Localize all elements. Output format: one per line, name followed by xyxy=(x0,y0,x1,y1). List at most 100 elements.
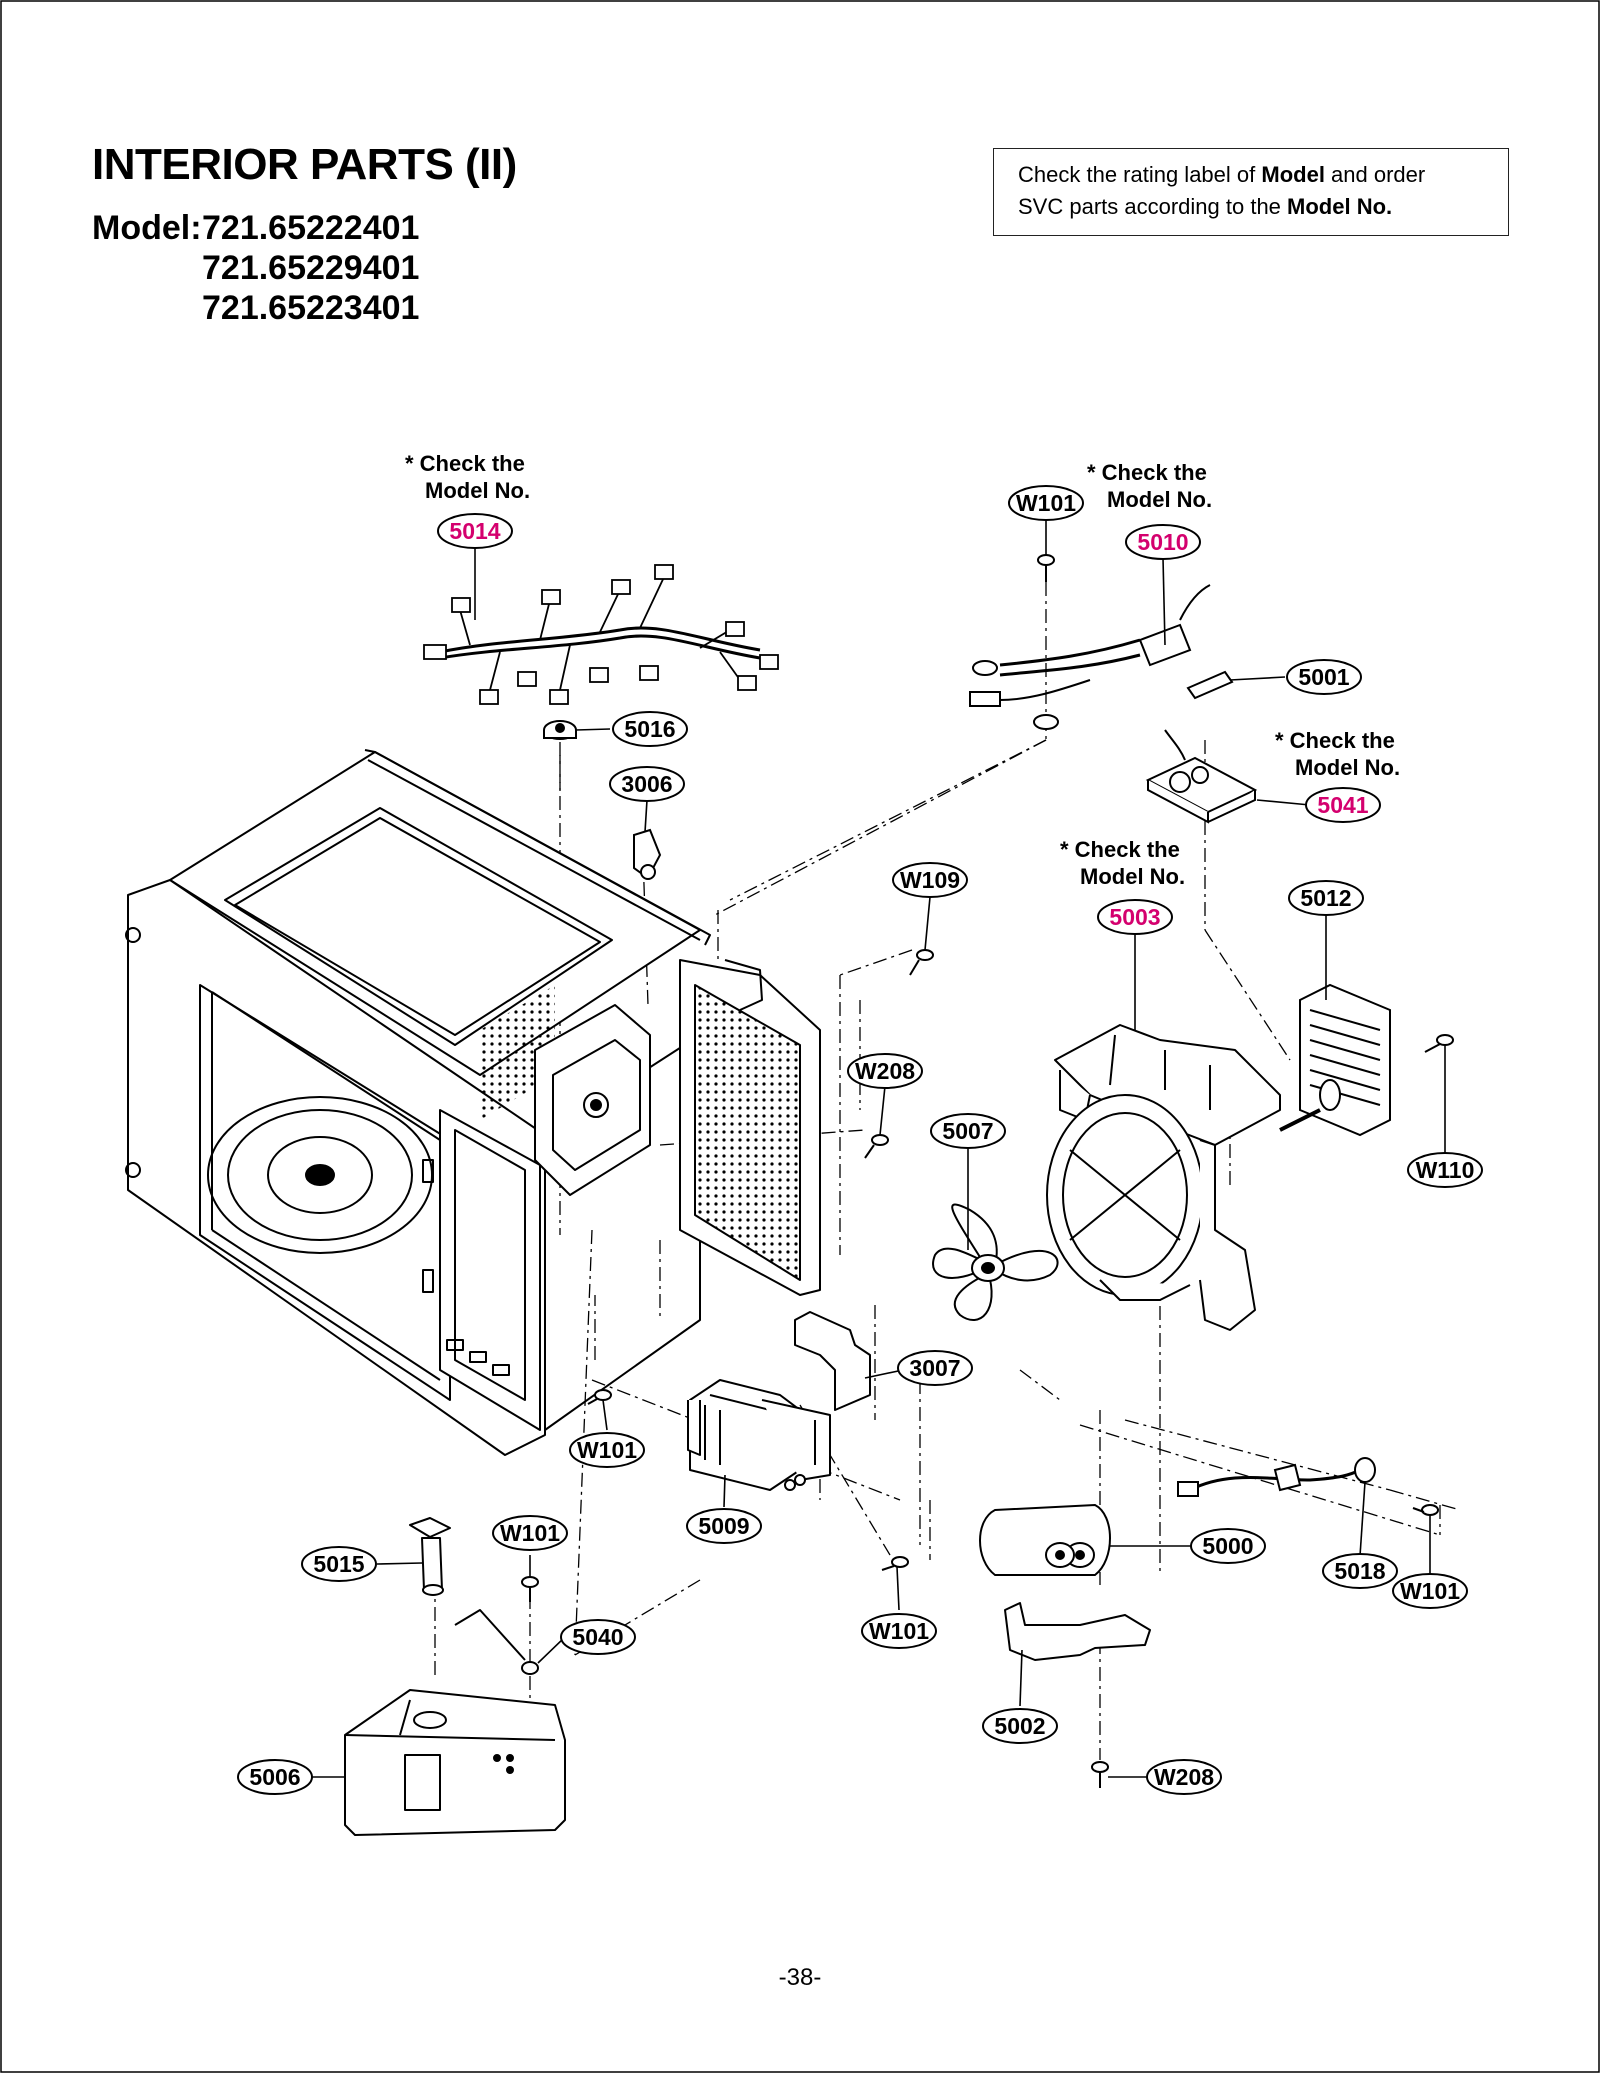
callout-oval xyxy=(982,1708,1058,1744)
check-note: Model No. xyxy=(1107,487,1212,512)
callout-oval xyxy=(861,1613,937,1649)
callout-oval xyxy=(1286,659,1362,695)
callout-oval xyxy=(1288,880,1364,916)
callout-oval xyxy=(897,1350,973,1386)
thermostat-part xyxy=(543,720,577,740)
notice-text: and order xyxy=(1324,162,1426,187)
notice-text: Check the rating label of xyxy=(1018,162,1262,187)
notice-bold: Model No. xyxy=(1287,194,1393,219)
page-number: -38- xyxy=(778,1964,822,1991)
callout-label: 5007 xyxy=(942,1118,993,1144)
callout-3007: 3007 xyxy=(897,1350,973,1386)
callout-oval xyxy=(686,1508,762,1544)
callout-5002: 5002 xyxy=(982,1708,1058,1744)
callout-label: 5018 xyxy=(1334,1558,1385,1584)
fuse-part xyxy=(1186,670,1234,700)
callout-w110: W110 xyxy=(1407,1152,1483,1188)
fan-housing xyxy=(1046,1024,1281,1331)
callout-label: W110 xyxy=(1416,1157,1475,1183)
interlock-assembly xyxy=(344,1517,566,1836)
callout-label: W109 xyxy=(900,867,960,893)
screw-icon xyxy=(881,1556,909,1571)
callout-oval xyxy=(560,1619,636,1655)
callout-label: 5012 xyxy=(1300,885,1351,911)
callout-oval xyxy=(237,1759,313,1795)
callout-5015: 5015 xyxy=(301,1546,377,1582)
callout-5041: 5041 xyxy=(1305,787,1381,823)
back-panel-mesh xyxy=(679,959,821,1296)
callout-5016: 5016 xyxy=(612,711,688,747)
callout-oval xyxy=(1305,787,1381,823)
callout-w208: W208 xyxy=(847,1053,923,1089)
callout-label: 5002 xyxy=(994,1713,1045,1739)
callout-oval xyxy=(612,711,688,747)
capacitor-bracket xyxy=(1004,1602,1151,1661)
callout-oval xyxy=(609,766,685,802)
callout-label: W101 xyxy=(500,1520,560,1546)
model-label: Model: xyxy=(92,209,202,247)
check-note: * Check the xyxy=(1060,837,1180,862)
callout-5014: 5014 xyxy=(437,513,513,549)
magnetron-bracket xyxy=(794,1311,871,1411)
callout-oval xyxy=(1125,524,1201,560)
model-number: 721.65222401 xyxy=(202,209,420,247)
callout-label: W101 xyxy=(869,1618,929,1644)
wire-harness xyxy=(423,564,779,705)
callout-oval xyxy=(1008,485,1084,521)
callout-label: 5009 xyxy=(698,1513,749,1539)
screw-icon xyxy=(1037,554,1055,582)
check-note: Model No. xyxy=(425,478,530,503)
callout-3006: 3006 xyxy=(609,766,685,802)
check-model-notes: * Check the Model No. * Check the Model … xyxy=(405,451,1400,889)
magnetron xyxy=(687,1379,831,1491)
screw-icon xyxy=(521,1576,539,1602)
callout-oval xyxy=(1322,1553,1398,1589)
latch-part xyxy=(633,828,662,880)
callout-5006: 5006 xyxy=(237,1759,313,1795)
fan-motor xyxy=(1279,983,1391,1137)
check-note: Model No. xyxy=(1080,864,1185,889)
leader-lines xyxy=(308,520,1446,1778)
screw-icon xyxy=(1412,1504,1439,1516)
pcb-part xyxy=(1145,729,1258,824)
thermal-cord xyxy=(1177,1457,1376,1497)
callout-oval xyxy=(569,1432,645,1468)
notice-bold: Model xyxy=(1261,162,1325,187)
screw-icon xyxy=(864,1134,889,1159)
callout-oval xyxy=(1097,899,1173,935)
callout-w101: W101 xyxy=(1008,485,1084,521)
callout-label: 3006 xyxy=(621,771,672,797)
screw-icon xyxy=(1091,1761,1109,1788)
callout-label: 5010 xyxy=(1137,529,1188,555)
callout-w101: W101 xyxy=(569,1432,645,1468)
callout-oval xyxy=(1407,1152,1483,1188)
callout-label: 5016 xyxy=(624,716,675,742)
callout-5007: 5007 xyxy=(930,1113,1006,1149)
service-notice-box: Check the rating label of Model and orde… xyxy=(993,148,1509,236)
callout-5018: 5018 xyxy=(1322,1553,1398,1589)
check-note: * Check the xyxy=(405,451,525,476)
callout-label: 5014 xyxy=(449,518,500,544)
callout-label: 5041 xyxy=(1317,792,1368,818)
callout-oval xyxy=(1190,1528,1266,1564)
noise-filter-cord xyxy=(969,584,1211,730)
callout-5012: 5012 xyxy=(1288,880,1364,916)
callout-w101: W101 xyxy=(1392,1573,1468,1609)
screw-icon xyxy=(909,949,934,976)
screw-icon xyxy=(1424,1034,1454,1053)
callout-oval xyxy=(892,862,968,898)
callout-label: W101 xyxy=(577,1437,637,1463)
callout-w109: W109 xyxy=(892,862,968,898)
callout-label: 5015 xyxy=(313,1551,364,1577)
callout-oval xyxy=(437,513,513,549)
hv-capacitor xyxy=(979,1503,1111,1576)
callout-label: W208 xyxy=(1154,1764,1214,1790)
notice-text: SVC parts according to the xyxy=(1018,194,1288,219)
callout-oval xyxy=(1392,1573,1468,1609)
callout-label: W101 xyxy=(1400,1578,1460,1604)
callout-5003: 5003 xyxy=(1097,899,1173,935)
callout-label: 5001 xyxy=(1298,664,1349,690)
